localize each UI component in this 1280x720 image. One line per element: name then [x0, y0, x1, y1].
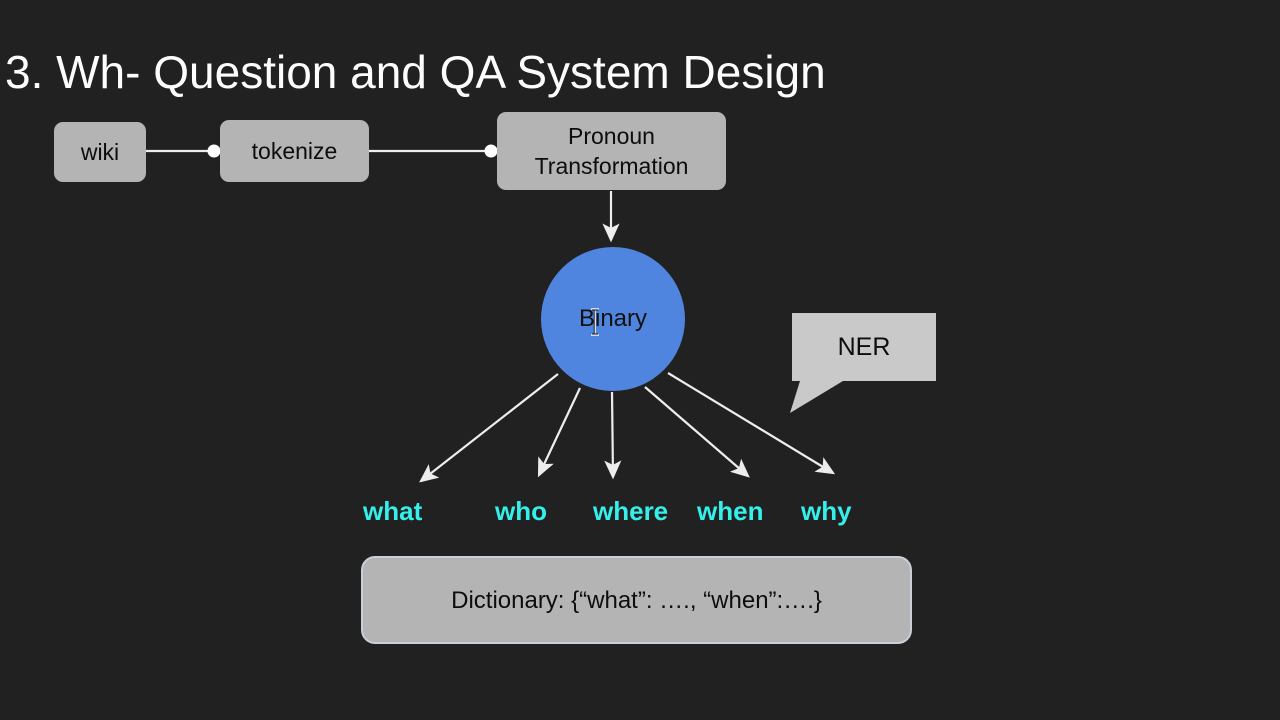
arrow-binary-to-who: [537, 387, 581, 478]
node-tokenize-label: tokenize: [251, 137, 338, 164]
ner-bubble-tail: [790, 381, 843, 413]
node-dictionary-label: Dictionary: {“what”: …., “when”:….}: [451, 586, 822, 614]
node-tokenize[interactable]: tokenize: [220, 120, 369, 182]
node-binary-classifier[interactable]: Binary: [541, 247, 685, 391]
arrow-binary-to-when: [644, 386, 750, 478]
node-pronoun-label-line2: Transformation: [534, 153, 689, 179]
wh-word-what[interactable]: what: [363, 496, 423, 526]
node-binary-label: Binary: [578, 305, 648, 332]
connector-dot-pronoun: [484, 144, 498, 158]
connector-dot-tokenize: [207, 144, 221, 158]
arrow-binary-to-what: [419, 373, 559, 483]
node-wiki[interactable]: wiki: [54, 122, 146, 182]
node-pronoun-label-line1: Pronoun: [568, 123, 655, 149]
wh-word-where[interactable]: where: [593, 496, 669, 526]
wh-word-why[interactable]: why: [801, 496, 852, 526]
page-title: 3. Wh- Question and QA System Design: [5, 46, 826, 98]
ner-callout-bubble[interactable]: NER: [792, 313, 936, 381]
node-wiki-label: wiki: [80, 138, 120, 165]
arrow-binary-to-where: [604, 391, 622, 480]
node-pronoun-label: Pronoun Transformation: [535, 121, 689, 181]
wh-word-who[interactable]: who: [495, 496, 547, 526]
ner-callout-label: NER: [837, 332, 891, 361]
node-pronoun-transformation[interactable]: Pronoun Transformation: [497, 112, 726, 190]
arrow-binary-to-why: [667, 372, 836, 475]
node-dictionary[interactable]: Dictionary: {“what”: …., “when”:….}: [361, 556, 912, 644]
wh-word-when[interactable]: when: [697, 496, 764, 526]
